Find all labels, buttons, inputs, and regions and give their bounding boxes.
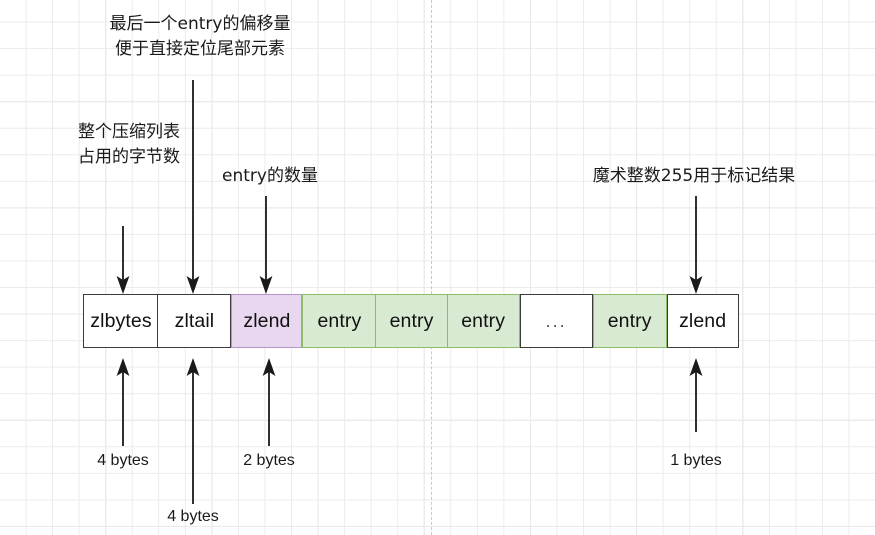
bar-cell-entry-3[interactable]: entry [446,294,520,348]
size-label-zlend: 1 bytes [670,452,722,469]
arrow-down-zllen [256,196,276,296]
arrow-up-zllen [259,358,279,446]
bar-cell-entry-2[interactable]: entry [375,294,449,348]
arrow-down-zltail [183,80,203,296]
arrow-up-zlend [686,358,706,432]
size-label-zltail: 4 bytes [167,508,219,525]
bar-cell-ellipsis[interactable]: ... [519,294,593,348]
annotation-zllen-line1: entry的数量 [222,166,318,186]
annotation-zltail: 最后一个entry的偏移量 便于直接定位尾部元素 [95,12,305,62]
size-label-zlbytes: 4 bytes [97,452,149,469]
ziplist-bar: zlbytes zltail zlend entry entry entry .… [83,294,739,348]
annotation-zlend-line1: 魔术整数255用于标记结果 [592,166,796,186]
bar-cell-zlend[interactable]: zlend [666,294,739,348]
arrow-down-zlbytes [113,226,133,296]
annotation-zltail-line1: 最后一个entry的偏移量 [109,14,291,34]
annotation-zlbytes: 整个压缩列表 占用的字节数 [62,120,196,170]
size-label-zllen: 2 bytes [243,452,295,469]
annotation-zlbytes-line1: 整个压缩列表 [78,122,180,142]
bar-cell-zllen[interactable]: zlend [231,294,303,348]
annotation-zlend: 魔术整数255用于标记结果 [578,164,810,189]
annotation-zllen: entry的数量 [205,164,335,189]
bar-cell-entry-1[interactable]: entry [302,294,377,348]
annotation-zltail-line2: 便于直接定位尾部元素 [115,39,285,59]
bar-cell-zlbytes[interactable]: zlbytes [83,294,159,348]
arrow-up-zlbytes [113,358,133,446]
bar-cell-entry-4[interactable]: entry [592,294,667,348]
arrow-down-zlend [686,196,706,296]
arrow-up-zltail [183,358,203,504]
page-break-guide [431,0,432,535]
bar-cell-zltail[interactable]: zltail [157,294,232,348]
annotation-zlbytes-line2: 占用的字节数 [78,147,180,167]
